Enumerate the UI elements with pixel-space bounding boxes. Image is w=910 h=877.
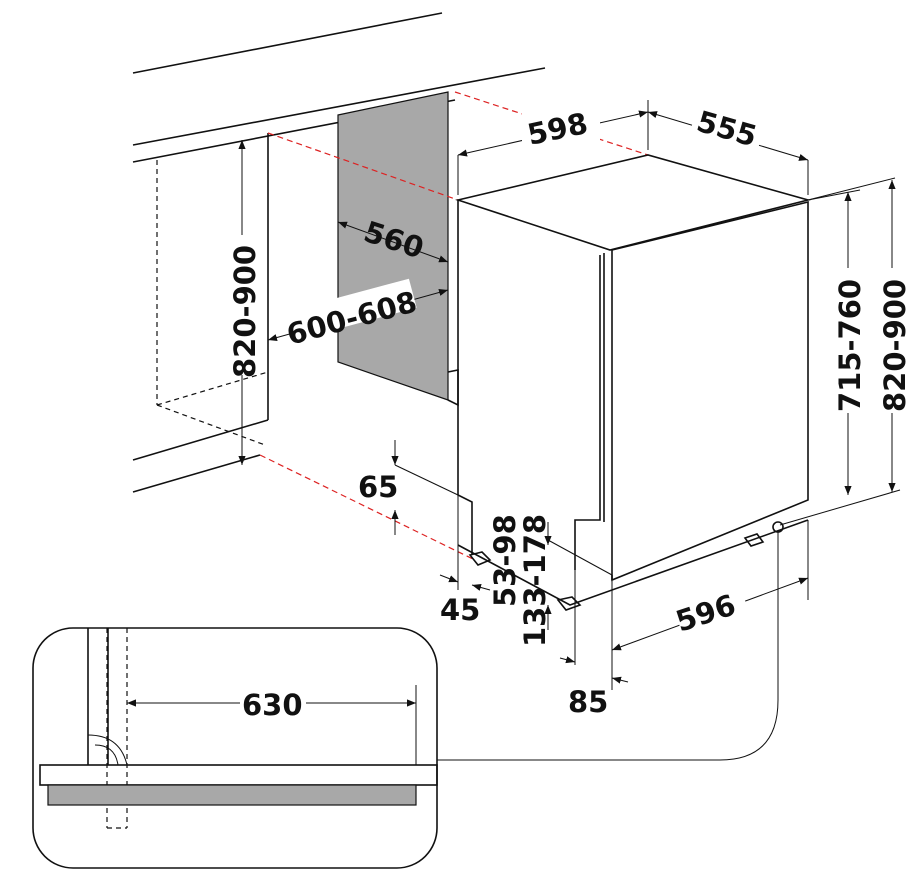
label-plinth-height: 133-178 — [518, 514, 552, 647]
label-door-offset: 85 — [568, 685, 608, 719]
label-side-offset: 45 — [440, 593, 480, 627]
label-bottom-width: 596 — [672, 588, 740, 639]
label-appliance-height: 715-760 — [833, 279, 867, 412]
label-plinth-gap: 65 — [358, 470, 398, 504]
inset-panel — [47, 784, 417, 806]
label-inset-distance: 630 — [242, 688, 303, 722]
inset-detail — [32, 530, 779, 869]
label-top-depth: 555 — [693, 104, 761, 153]
label-foot-height: 53-98 — [488, 514, 522, 607]
label-niche-height: 820-900 — [228, 245, 262, 378]
label-total-height: 820-900 — [878, 279, 910, 412]
adjacent-cabinet — [132, 133, 269, 493]
